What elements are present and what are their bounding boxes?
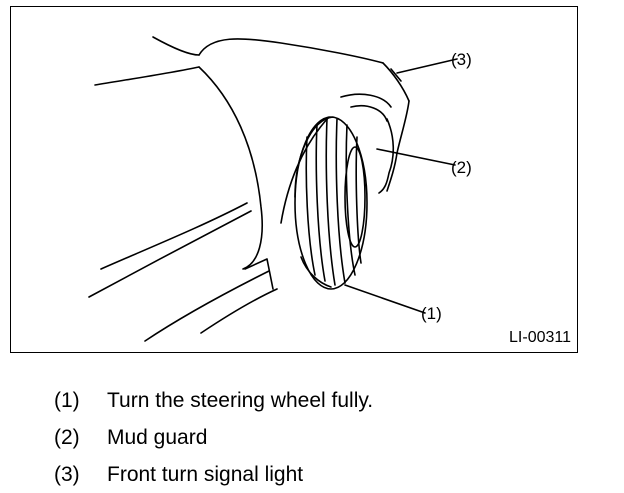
legend-item: (2) Mud guard <box>54 419 373 456</box>
legend-text: Mud guard <box>107 426 208 449</box>
legend-text: Turn the steering wheel fully. <box>107 389 374 412</box>
legend-item: (1) Turn the steering wheel fully. <box>54 382 373 419</box>
legend-number: (2) <box>54 426 80 449</box>
callout-2: (2) <box>451 158 472 177</box>
car-front-wheel-illustration <box>88 36 458 342</box>
callout-1: (1) <box>421 304 442 323</box>
legend-number: (1) <box>54 389 80 412</box>
legend-text: Front turn signal light <box>107 463 304 486</box>
figure-id: LI-00311 <box>509 329 571 346</box>
legend-list: (1) Turn the steering wheel fully. (2) M… <box>54 382 373 493</box>
callout-3: (3) <box>451 50 472 69</box>
illustration-frame: (3) (2) (1) LI-00311 <box>10 6 578 353</box>
legend-item: (3) Front turn signal light <box>54 456 373 493</box>
legend-number: (3) <box>54 463 80 486</box>
